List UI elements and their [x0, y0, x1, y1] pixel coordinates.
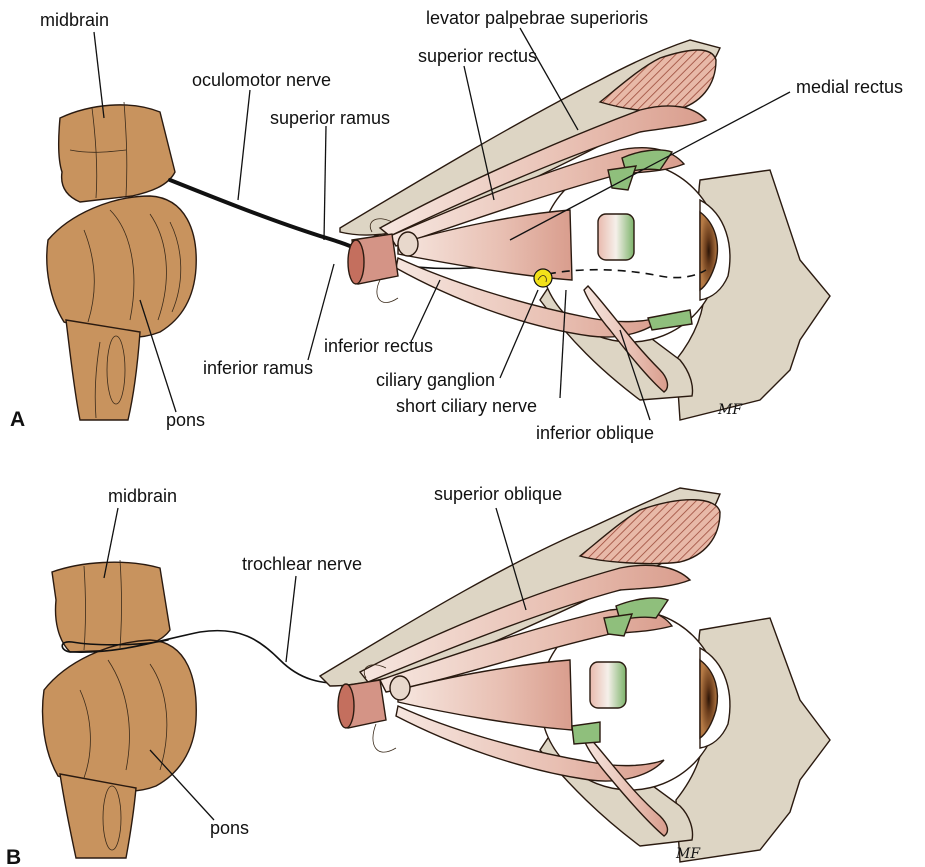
- artist-signature-a: MF: [717, 402, 743, 418]
- label-trochlear-nerve: trochlear nerve: [242, 554, 362, 574]
- brainstem-a: [47, 102, 196, 420]
- artist-signature-b: MF: [675, 846, 701, 862]
- label-midbrain-a: midbrain: [40, 10, 109, 30]
- panel-letter-b: B: [6, 846, 21, 867]
- label-short-ciliary-nerve: short ciliary nerve: [396, 396, 537, 416]
- inferior-rectus-tendon-b: [572, 722, 600, 744]
- annulus-of-zinn-b: [390, 676, 410, 700]
- label-pons-b: pons: [210, 818, 249, 838]
- label-superior-oblique: superior oblique: [434, 484, 562, 504]
- panel-a: midbrain oculomotor nerve superior ramus…: [10, 8, 903, 443]
- label-inferior-ramus: inferior ramus: [203, 358, 313, 378]
- panel-b: midbrain superior oblique trochlear nerv…: [6, 484, 830, 867]
- brainstem-b: [43, 560, 197, 858]
- medulla-shape-b: [60, 774, 136, 858]
- medial-rectus-cut-end-b: [590, 662, 626, 708]
- panel-letter-a: A: [10, 408, 25, 431]
- label-inferior-rectus: inferior rectus: [324, 336, 433, 356]
- oculomotor-nerve-trunk: [170, 180, 362, 252]
- midbrain-shape-b: [52, 562, 170, 652]
- label-superior-ramus: superior ramus: [270, 108, 390, 128]
- label-pons-a: pons: [166, 410, 205, 430]
- label-oculomotor-nerve: oculomotor nerve: [192, 70, 331, 90]
- medulla-shape: [66, 320, 140, 420]
- label-superior-rectus-a: superior rectus: [418, 46, 537, 66]
- label-levator: levator palpebrae superioris: [426, 8, 648, 28]
- label-midbrain-b: midbrain: [108, 486, 177, 506]
- pons-shape: [47, 196, 196, 338]
- label-inferior-oblique: inferior oblique: [536, 423, 654, 443]
- ciliary-ganglion-a: [534, 269, 552, 287]
- annulus-of-zinn: [398, 232, 418, 256]
- label-ciliary-ganglion: ciliary ganglion: [376, 370, 495, 390]
- pons-shape-b: [43, 640, 197, 792]
- midbrain-shape: [59, 105, 175, 202]
- label-medial-rectus: medial rectus: [796, 77, 903, 97]
- medial-rectus-cut-end: [598, 214, 634, 260]
